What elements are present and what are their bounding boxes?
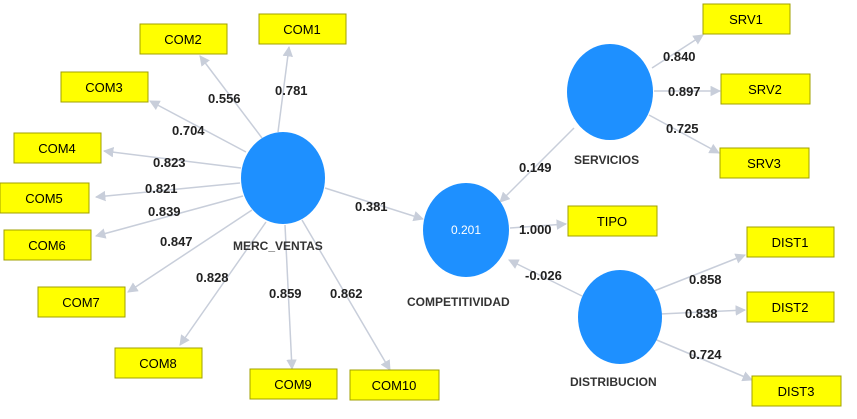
loading-com9: 0.859 (269, 286, 302, 301)
loading-srv3: 0.725 (666, 121, 699, 136)
indicator-com9[interactable]: COM9 (249, 368, 338, 400)
edge-com1 (277, 45, 293, 133)
indicator-srv2-label: SRV2 (748, 82, 782, 97)
indicator-com1-label: COM1 (283, 22, 321, 37)
loading-dist3: 0.724 (689, 347, 722, 362)
indicator-com8-label: COM8 (139, 356, 177, 371)
edge-dist1 (653, 253, 746, 292)
indicator-dist1-label: DIST1 (772, 235, 809, 250)
loading-srv1: 0.840 (663, 49, 696, 64)
indicator-com5-label: COM5 (25, 191, 63, 206)
construct-competitividad-label: COMPETITIVIDAD (407, 295, 510, 309)
indicators: COM1 COM2 COM3 COM4 COM5 COM6 COM7 COM8 (0, 3, 842, 407)
loading-com5: 0.821 (145, 181, 178, 196)
indicator-tipo-label: TIPO (597, 214, 627, 229)
indicator-dist3-label: DIST3 (778, 384, 815, 399)
construct-servicios[interactable]: SERVICIOS (567, 44, 653, 167)
edges-distribucion (651, 253, 753, 382)
indicator-srv3-label: SRV3 (747, 156, 781, 171)
loading-srv2: 0.897 (668, 84, 701, 99)
loading-tipo: 1.000 (519, 222, 552, 237)
loading-com7: 0.847 (160, 234, 193, 249)
indicator-com2[interactable]: COM2 (139, 23, 228, 55)
indicator-com1[interactable]: COM1 (258, 13, 347, 45)
indicator-tipo[interactable]: TIPO (567, 205, 658, 237)
construct-distribucion-shape (578, 270, 662, 364)
indicator-dist2[interactable]: DIST2 (746, 291, 835, 323)
loading-com8: 0.828 (196, 270, 229, 285)
loading-com10: 0.862 (330, 286, 363, 301)
edge-com8 (179, 221, 267, 346)
edge-com4 (102, 146, 242, 169)
indicator-com3-label: COM3 (85, 80, 123, 95)
construct-competitividad-shape (423, 183, 509, 277)
path-distribucion-competitividad: -0.026 (525, 268, 562, 283)
edge-srv1 (651, 34, 704, 69)
edge-dist2 (659, 305, 747, 316)
edge-distribucion-competitividad (508, 259, 583, 297)
indicator-com6-label: COM6 (28, 238, 66, 253)
path-coefficients: 0.381 0.149 -0.026 (355, 160, 562, 283)
edge-dist3 (651, 337, 753, 382)
path-merc-ventas-competitividad: 0.381 (355, 199, 388, 214)
indicator-dist3[interactable]: DIST3 (751, 375, 842, 407)
edge-com10 (301, 219, 391, 371)
indicator-com4-label: COM4 (38, 141, 76, 156)
edges-servicios (648, 34, 722, 154)
indicator-srv2[interactable]: SRV2 (720, 73, 811, 105)
loading-com1: 0.781 (275, 83, 308, 98)
indicator-dist1[interactable]: DIST1 (746, 226, 835, 258)
indicator-com2-label: COM2 (164, 32, 202, 47)
edge-com2 (199, 55, 263, 139)
edge-com3 (149, 100, 247, 153)
edge-servicios-competitividad (499, 127, 575, 203)
edge-srv3 (648, 114, 720, 154)
loading-com2: 0.556 (208, 91, 241, 106)
indicator-srv1[interactable]: SRV1 (702, 3, 791, 35)
outer-loadings: 0.781 0.556 0.704 0.823 0.821 0.839 0.84… (145, 49, 722, 362)
indicator-com7[interactable]: COM7 (37, 286, 126, 318)
indicator-srv1-label: SRV1 (729, 12, 763, 27)
loading-dist2: 0.838 (685, 306, 718, 321)
construct-servicios-shape (567, 44, 653, 140)
loading-com6: 0.839 (148, 204, 181, 219)
construct-distribucion-label: DISTRIBUCION (570, 375, 657, 389)
edge-com6 (94, 195, 244, 239)
edges-merc-ventas (94, 45, 391, 371)
indicator-com9-label: COM9 (274, 377, 312, 392)
edge-com5 (94, 182, 241, 202)
construct-servicios-label: SERVICIOS (574, 153, 639, 167)
construct-merc-ventas[interactable]: MERC_VENTAS (233, 132, 325, 253)
edge-merc-ventas-competitividad (324, 187, 425, 222)
construct-competitividad-r2: 0.201 (451, 223, 481, 237)
loading-com4: 0.823 (153, 155, 186, 170)
loading-com3: 0.704 (172, 123, 205, 138)
indicator-com7-label: COM7 (62, 295, 100, 310)
path-servicios-competitividad: 0.149 (519, 160, 552, 175)
indicator-com10[interactable]: COM10 (349, 369, 440, 401)
edges-inner-model (324, 127, 583, 297)
indicator-com10-label: COM10 (372, 378, 417, 393)
indicator-com4[interactable]: COM4 (13, 132, 102, 164)
indicator-srv3[interactable]: SRV3 (719, 147, 810, 179)
indicator-com3[interactable]: COM3 (60, 71, 149, 103)
construct-merc-ventas-shape (241, 132, 325, 224)
indicator-com6[interactable]: COM6 (3, 229, 92, 261)
indicator-com8[interactable]: COM8 (114, 347, 203, 379)
edge-com9 (284, 224, 297, 371)
indicator-dist2-label: DIST2 (772, 300, 809, 315)
loading-dist1: 0.858 (689, 272, 722, 287)
construct-distribucion[interactable]: DISTRIBUCION (570, 270, 662, 389)
construct-competitividad[interactable]: 0.201 COMPETITIVIDAD (407, 183, 510, 309)
construct-merc-ventas-label: MERC_VENTAS (233, 239, 323, 253)
edge-competitividad-tipo (509, 219, 568, 230)
indicator-com5[interactable]: COM5 (0, 182, 90, 214)
edge-com7 (127, 209, 253, 293)
